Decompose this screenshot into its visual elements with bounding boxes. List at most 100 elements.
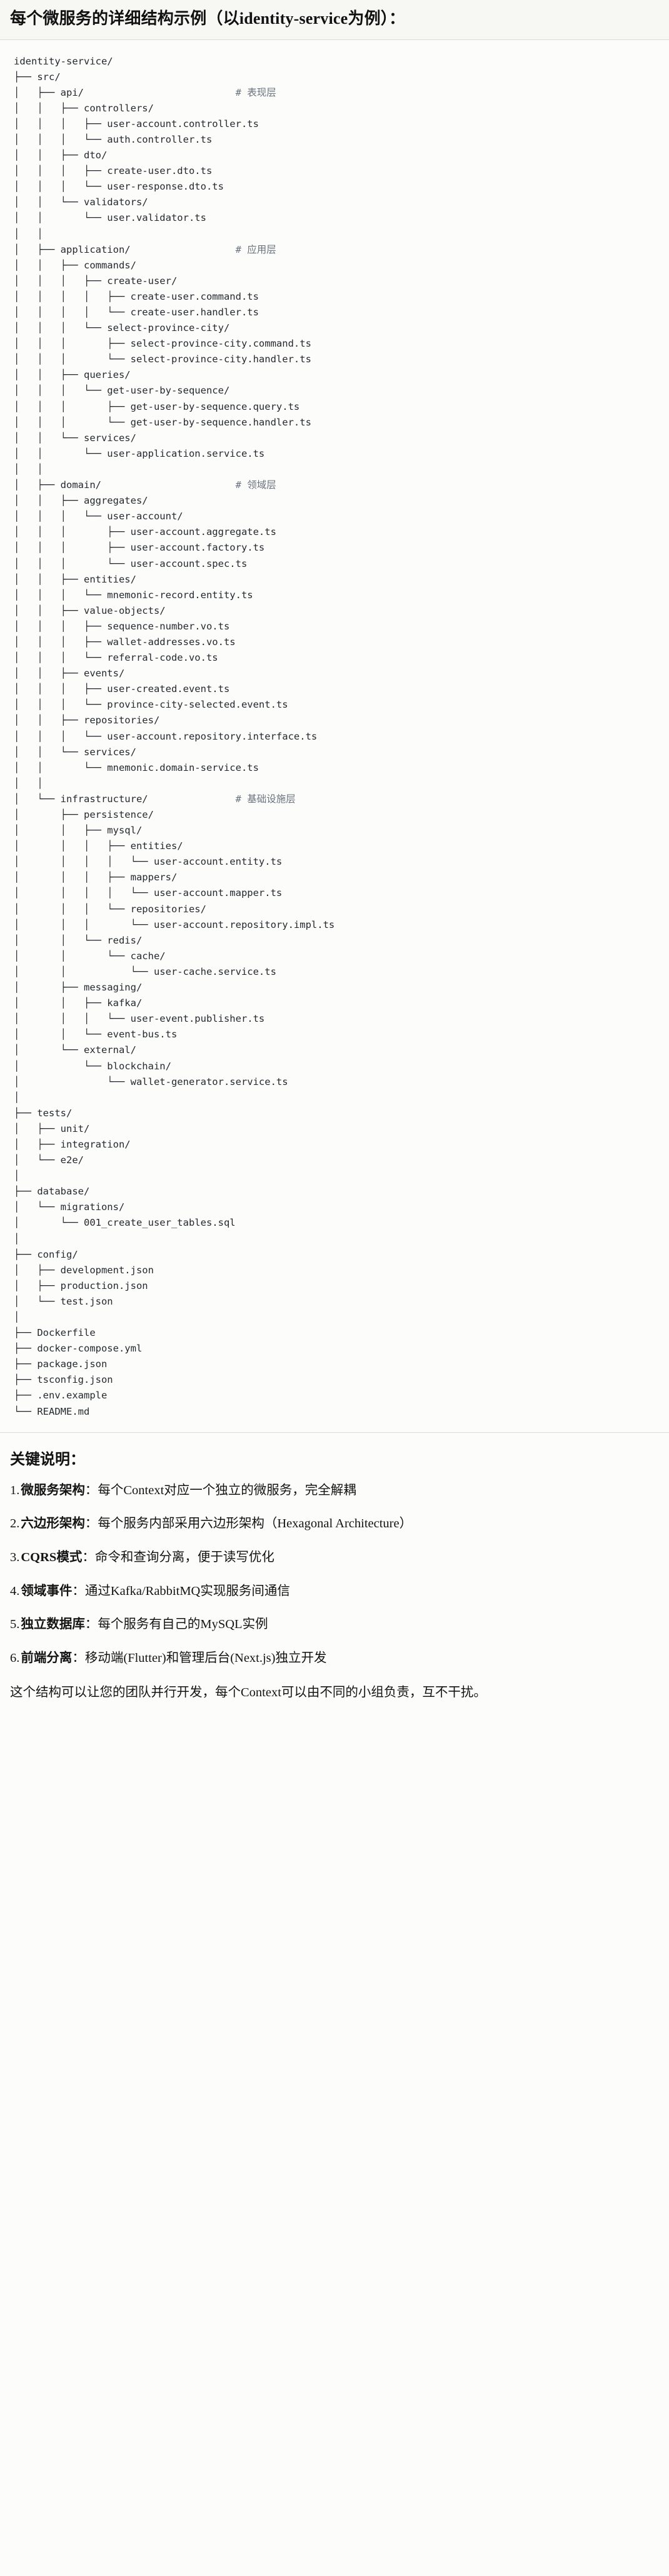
tree-line: ├── config/ — [14, 1248, 78, 1260]
key-note-term: 领域事件 — [21, 1584, 73, 1598]
tree-line: │ │ └── cache/ — [14, 950, 166, 962]
tree-line: │ │ │ │ ├── create-user.command.ts — [14, 290, 259, 302]
tree-line: │ │ │ └── user-account.repository.interf… — [14, 730, 318, 742]
tree-line: │ │ │ ├── mappers/ — [14, 872, 178, 883]
tree-line: │ │ — [14, 228, 43, 240]
tree-line: │ │ │ └── user-response.dto.ts — [14, 181, 224, 193]
key-note-description: 每个服务内部采用六边形架构（Hexagonal Architecture） — [98, 1517, 413, 1531]
tree-line: │ └── blockchain/ — [14, 1060, 171, 1072]
key-note-description: 每个服务有自己的MySQL实例 — [98, 1617, 268, 1632]
tree-line: │ │ ├── repositories/ — [14, 715, 160, 726]
tree-comment: # 领域层 — [235, 479, 276, 491]
tree-line: ├── database/ — [14, 1186, 90, 1198]
key-note-description: 每个Context对应一个独立的微服务，完全解耦 — [98, 1483, 356, 1497]
key-note-item: 2.六边形架构：每个服务内部采用六边形架构（Hexagonal Architec… — [10, 1515, 659, 1533]
key-note-item: 3.CQRS模式：命令和查询分离，便于读写优化 — [10, 1549, 659, 1567]
key-note-item: 6.前端分离：移动端(Flutter)和管理后台(Next.js)独立开发 — [10, 1650, 659, 1667]
tree-line: │ │ │ ├── sequence-number.vo.ts — [14, 620, 230, 632]
tree-comment: # 应用层 — [235, 243, 276, 255]
tree-line: │ │ ├── kafka/ — [14, 997, 143, 1009]
tree-line: │ │ │ └── province-city-selected.event.t… — [14, 699, 288, 711]
tree-line: │ └── 001_create_user_tables.sql — [14, 1217, 236, 1229]
tree-line: ├── docker-compose.yml — [14, 1343, 143, 1355]
tree-line: │ │ ├── queries/ — [14, 369, 131, 381]
tree-line: │ │ ├── entities/ — [14, 573, 136, 585]
tree-line: │ │ — [14, 777, 43, 789]
tree-line: │ │ │ ├── create-user/ — [14, 275, 178, 287]
tree-line: │ │ │ ├── select-province-city.command.t… — [14, 338, 311, 350]
tree-line: │ │ └── redis/ — [14, 934, 143, 946]
key-note-number: 3. — [10, 1550, 20, 1564]
tree-line: │ │ ├── events/ — [14, 668, 125, 680]
key-note-number: 1. — [10, 1483, 20, 1497]
tree-line: │ └── e2e/ — [14, 1154, 84, 1166]
tree-line: │ │ ├── mysql/ — [14, 825, 143, 837]
tree-line: │ ├── integration/ — [14, 1138, 131, 1150]
tree-line: ├── Dockerfile — [14, 1327, 96, 1339]
tree-line: │ │ │ ├── wallet-addresses.vo.ts — [14, 636, 236, 648]
key-note-separator: ： — [72, 1651, 85, 1666]
tree-line: │ │ │ └── mnemonic-record.entity.ts — [14, 589, 253, 601]
tree-line: │ │ └── services/ — [14, 432, 136, 444]
key-note-separator: ： — [84, 1617, 98, 1632]
tree-line: │ │ └── user-cache.service.ts — [14, 965, 276, 977]
tree-line: │ │ │ └── referral-code.vo.ts — [14, 652, 218, 664]
tree-line: │ │ │ ├── user-created.event.ts — [14, 683, 230, 695]
tree-line: ├── src/ — [14, 71, 61, 83]
tree-line: │ │ │ └── select-province-city/ — [14, 322, 230, 334]
tree-line: │ — [14, 1233, 20, 1245]
key-note-number: 5. — [10, 1617, 20, 1632]
tree-line: │ ├── persistence/ — [14, 809, 154, 820]
tree-line: └── README.md — [14, 1405, 90, 1417]
tree-line: │ │ │ └── auth.controller.ts — [14, 133, 213, 145]
key-note-separator: ： — [84, 1483, 98, 1497]
tree-line: │ │ │ └── user-account.spec.ts — [14, 557, 248, 569]
tree-line: │ │ │ └── select-province-city.handler.t… — [14, 354, 311, 365]
tree-line: │ │ │ ├── create-user.dto.ts — [14, 165, 213, 177]
tree-line: │ ├── development.json — [14, 1264, 154, 1276]
tree-line: │ │ │ └── user-event.publisher.ts — [14, 1013, 265, 1025]
key-note-number: 4. — [10, 1584, 20, 1598]
tree-line: identity-service/ — [14, 55, 113, 67]
key-note-description: 通过Kafka/RabbitMQ实现服务间通信 — [84, 1584, 290, 1598]
tree-line: │ │ ├── aggregates/ — [14, 495, 148, 507]
tree-line: │ │ │ │ └── user-account.entity.ts — [14, 856, 283, 868]
key-note-item: 1.微服务架构：每个Context对应一个独立的微服务，完全解耦 — [10, 1482, 659, 1500]
tree-line: │ ├── messaging/ — [14, 982, 143, 994]
tree-line: │ └── migrations/ — [14, 1201, 125, 1213]
tree-line: │ │ ├── value-objects/ — [14, 604, 166, 616]
tree-line: │ │ └── validators/ — [14, 196, 148, 208]
key-note-item: 4.领域事件：通过Kafka/RabbitMQ实现服务间通信 — [10, 1583, 659, 1601]
key-note-number: 6. — [10, 1651, 20, 1666]
tree-line: │ ├── application/ # 应用层 — [14, 243, 276, 255]
tree-line: │ │ │ └── get-user-by-sequence.handler.t… — [14, 416, 311, 428]
tree-line: │ │ │ ├── entities/ — [14, 840, 183, 852]
tree-line: │ │ │ │ └── user-account.mapper.ts — [14, 887, 283, 899]
document-page: 每个微服务的详细结构示例（以identity-service为例）： ident… — [0, 9, 669, 1699]
key-notes-title: 关键说明： — [10, 1451, 85, 1468]
page-title: 每个微服务的详细结构示例（以identity-service为例）： — [10, 9, 406, 28]
tree-line: │ │ └── user.validator.ts — [14, 212, 206, 224]
key-note-item: 5.独立数据库：每个服务有自己的MySQL实例 — [10, 1616, 659, 1634]
key-note-separator: ： — [72, 1584, 85, 1598]
key-note-term: 前端分离 — [21, 1651, 73, 1666]
tree-line: │ ├── api/ # 表现层 — [14, 86, 276, 98]
tree-line: │ — [14, 1091, 20, 1103]
key-note-term: 微服务架构 — [21, 1483, 85, 1497]
key-note-description: 命令和查询分离，便于读写优化 — [94, 1550, 274, 1564]
tree-line: │ │ └── mnemonic.domain-service.ts — [14, 761, 259, 773]
tree-line: │ │ └── user-application.service.ts — [14, 447, 265, 459]
tree-line: │ │ — [14, 463, 43, 475]
key-note-term: CQRS模式 — [21, 1550, 83, 1564]
directory-tree-block: identity-service/ ├── src/ │ ├── api/ # … — [0, 39, 669, 1432]
tree-line: │ ├── domain/ # 领域层 — [14, 479, 276, 491]
tree-line: │ │ │ ├── user-account.aggregate.ts — [14, 526, 276, 538]
tree-line: │ │ │ ├── user-account.factory.ts — [14, 542, 265, 554]
key-note-separator: ： — [84, 1517, 98, 1531]
tree-line: │ └── infrastructure/ # 基础设施层 — [14, 793, 296, 805]
tree-line: │ │ │ └── user-account.repository.impl.t… — [14, 919, 335, 930]
key-note-term: 六边形架构 — [21, 1517, 85, 1531]
key-note-number: 2. — [10, 1517, 20, 1531]
tree-line: │ ├── unit/ — [14, 1123, 90, 1134]
